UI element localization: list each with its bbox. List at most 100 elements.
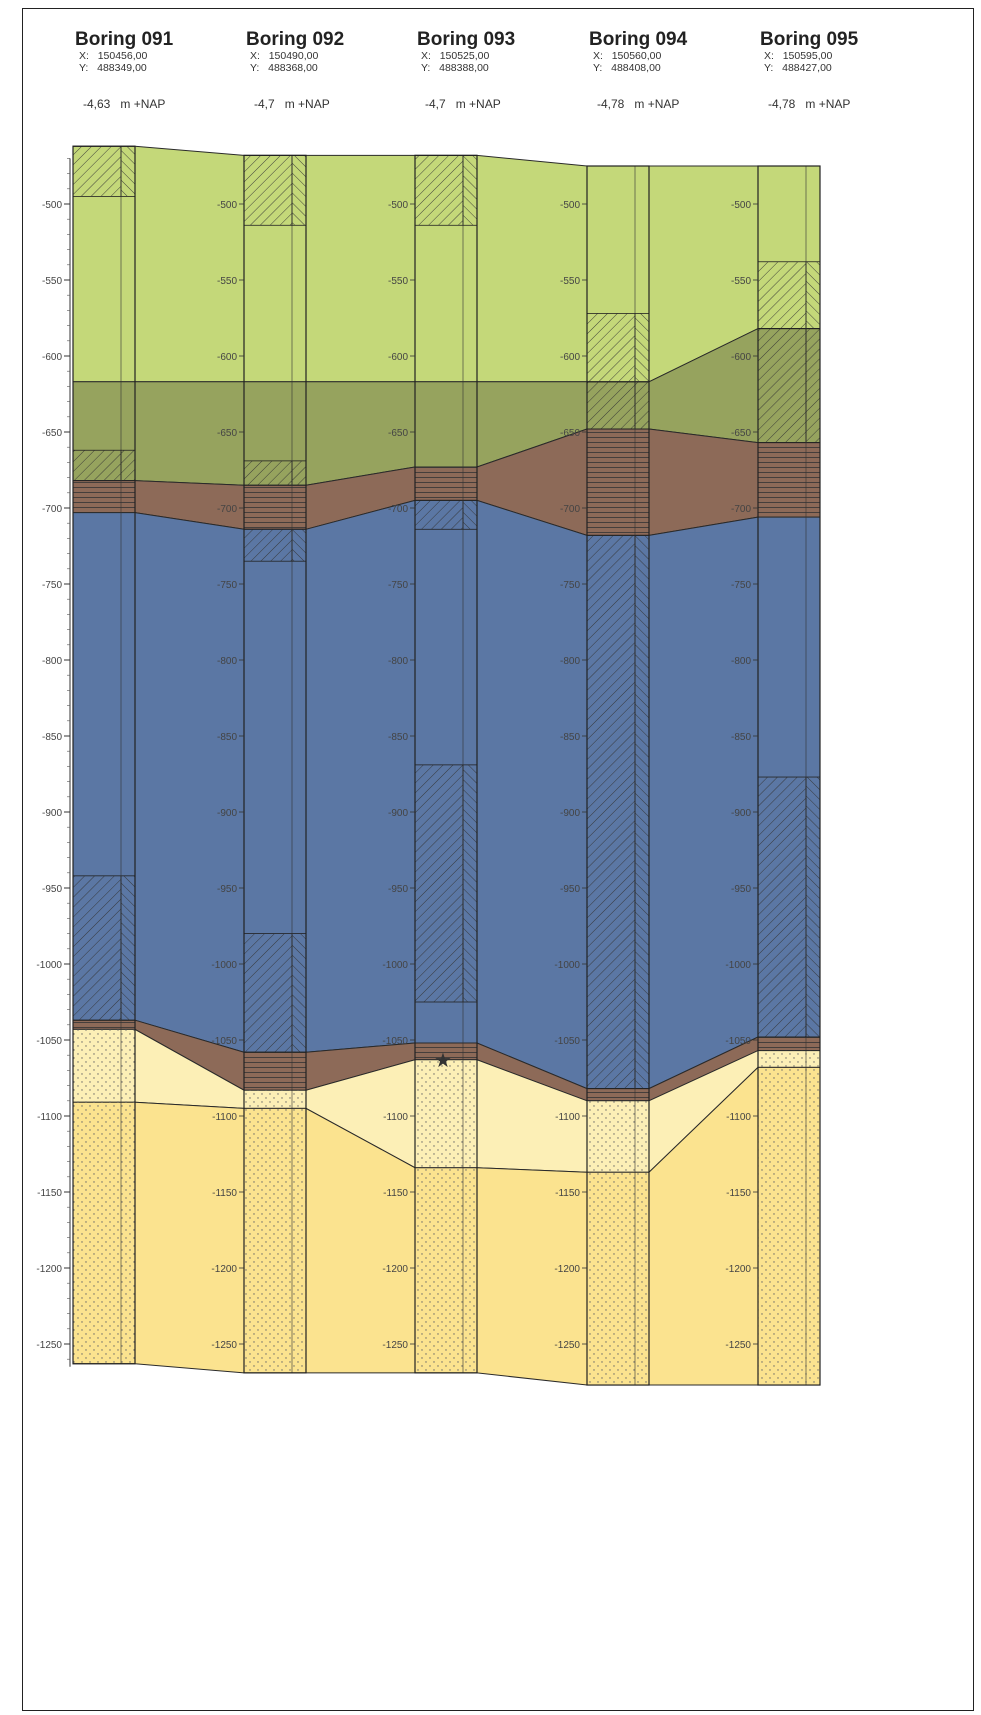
column-depth-tick-label: -950 — [731, 884, 751, 895]
column-depth-tick-label: -950 — [217, 884, 237, 895]
column-depth-tick-label: -1050 — [725, 1036, 751, 1047]
depth-tick-label: -1200 — [36, 1264, 62, 1275]
depth-tick-label: -850 — [42, 732, 62, 743]
lower-peat-texture — [73, 1020, 135, 1030]
sand-texture — [415, 1059, 477, 1373]
boring-y-coordinate: Y: 488368,00 — [250, 62, 318, 74]
hatched-interval-side — [634, 381, 650, 430]
column-depth-tick-label: -650 — [560, 428, 580, 439]
boring-header: Boring 095 X: 150595,00 Y: 488427,00 -4,… — [760, 29, 920, 112]
boring-y-coordinate: Y: 488349,00 — [79, 62, 147, 74]
column-depth-tick-label: -1050 — [554, 1036, 580, 1047]
hatched-interval — [757, 776, 807, 1038]
boring-column — [72, 145, 136, 1365]
hatched-interval — [586, 381, 636, 430]
column-depth-tick-label: -700 — [388, 504, 408, 515]
column-depth-tick-label: -600 — [731, 352, 751, 363]
column-depth-tick-label: -750 — [560, 580, 580, 591]
column-outline — [586, 165, 650, 1386]
depth-tick-label: -600 — [42, 352, 62, 363]
boring-title: Boring 094 — [589, 29, 688, 50]
boring-header: Boring 094 X: 150560,00 Y: 488408,00 -4,… — [589, 29, 749, 112]
boring-x-coordinate: X: 150560,00 — [593, 50, 662, 62]
column-depth-tick-label: -950 — [388, 884, 408, 895]
hatched-interval-side — [120, 875, 136, 1021]
boring-x-coordinate: X: 150595,00 — [764, 50, 833, 62]
column-depth-tick-label: -1100 — [212, 1112, 237, 1123]
boring-header: Boring 091 X: 150456,00 Y: 488349,00 -4,… — [75, 30, 235, 112]
hatched-interval — [586, 534, 636, 1090]
column-depth-tick-label: -500 — [560, 200, 580, 211]
peat-texture — [587, 428, 649, 536]
boring-column — [586, 165, 650, 1386]
column-depth-tick-label: -500 — [731, 200, 751, 211]
boring-header: Boring 092 X: 150490,00 Y: 488368,00 -4,… — [246, 30, 406, 112]
lower-peat-texture — [758, 1036, 820, 1051]
depth-tick-label: -700 — [42, 504, 62, 515]
column-depth-tick-label: -500 — [388, 200, 408, 211]
column-depth-tick-label: -1000 — [725, 960, 751, 971]
sand-texture — [73, 1029, 135, 1364]
column-depth-tick-label: -850 — [731, 732, 751, 743]
peat-texture — [73, 480, 135, 513]
boring-x-coordinate: X: 150525,00 — [421, 50, 490, 62]
column-depth-tick-label: -650 — [388, 428, 408, 439]
hatched-interval-side — [634, 534, 650, 1090]
depth-tick-label: -750 — [42, 580, 62, 591]
lower-peat-texture — [244, 1052, 306, 1091]
column-depth-tick-label: -500 — [217, 200, 237, 211]
column-depth-tick-label: -1100 — [555, 1112, 580, 1123]
column-depth-tick-label: -800 — [731, 656, 751, 667]
column-depth-tick-label: -600 — [217, 352, 237, 363]
depth-tick-label: -1050 — [36, 1036, 62, 1047]
column-depth-tick-label: -1000 — [211, 960, 237, 971]
boring-column — [414, 154, 478, 1374]
column-depth-tick-label: -1200 — [554, 1264, 580, 1275]
column-depth-tick-label: -1100 — [383, 1112, 408, 1123]
column-depth-tick-label: -800 — [560, 656, 580, 667]
hatched-interval — [414, 764, 464, 1003]
column-depth-tick-label: -800 — [388, 656, 408, 667]
column-depth-tick-label: -750 — [731, 580, 751, 591]
column-depth-tick-label: -900 — [217, 808, 237, 819]
hatched-interval-side — [291, 933, 307, 1053]
boring-surface-elevation: -4,7 m +NAP — [425, 97, 501, 111]
depth-axis: -500-500-500-500-500-550-550-550-550-550… — [36, 158, 758, 1367]
hatched-interval — [414, 154, 464, 226]
sand-texture — [758, 1050, 820, 1386]
peat-texture — [758, 442, 820, 518]
depth-tick-label: -1150 — [37, 1188, 62, 1199]
column-depth-tick-label: -1000 — [554, 960, 580, 971]
hatched-interval — [757, 261, 807, 330]
column-depth-tick-label: -550 — [388, 276, 408, 287]
column-outline — [72, 145, 136, 1365]
hatched-interval — [243, 460, 293, 486]
lower-peat-texture — [415, 1043, 477, 1060]
column-depth-tick-label: -1200 — [725, 1264, 751, 1275]
boring-y-coordinate: Y: 488427,00 — [764, 62, 832, 74]
column-depth-tick-label: -700 — [731, 504, 751, 515]
column-depth-tick-label: -1050 — [211, 1036, 237, 1047]
column-depth-tick-label: -700 — [560, 504, 580, 515]
hatched-interval-side — [805, 328, 821, 444]
column-depth-tick-label: -850 — [388, 732, 408, 743]
boring-title: Boring 093 — [417, 29, 516, 50]
peat-texture — [244, 485, 306, 530]
hatched-interval-side — [462, 499, 478, 530]
sand-texture — [587, 1100, 649, 1386]
column-depth-tick-label: -1250 — [382, 1340, 408, 1351]
boring-title: Boring 095 — [760, 29, 859, 50]
hatched-interval — [72, 875, 122, 1021]
column-depth-tick-label: -1250 — [211, 1340, 237, 1351]
boring-surface-elevation: -4,7 m +NAP — [254, 97, 330, 111]
hatched-interval — [243, 933, 293, 1053]
depth-tick-label: -900 — [42, 808, 62, 819]
column-depth-tick-label: -750 — [388, 580, 408, 591]
boring-surface-elevation: -4,63 m +NAP — [83, 97, 166, 111]
depth-tick-label: -650 — [42, 428, 62, 439]
column-depth-tick-label: -850 — [217, 732, 237, 743]
boring-y-coordinate: Y: 488388,00 — [421, 62, 489, 74]
depth-tick-label: -800 — [42, 656, 62, 667]
column-outline — [243, 154, 307, 1374]
